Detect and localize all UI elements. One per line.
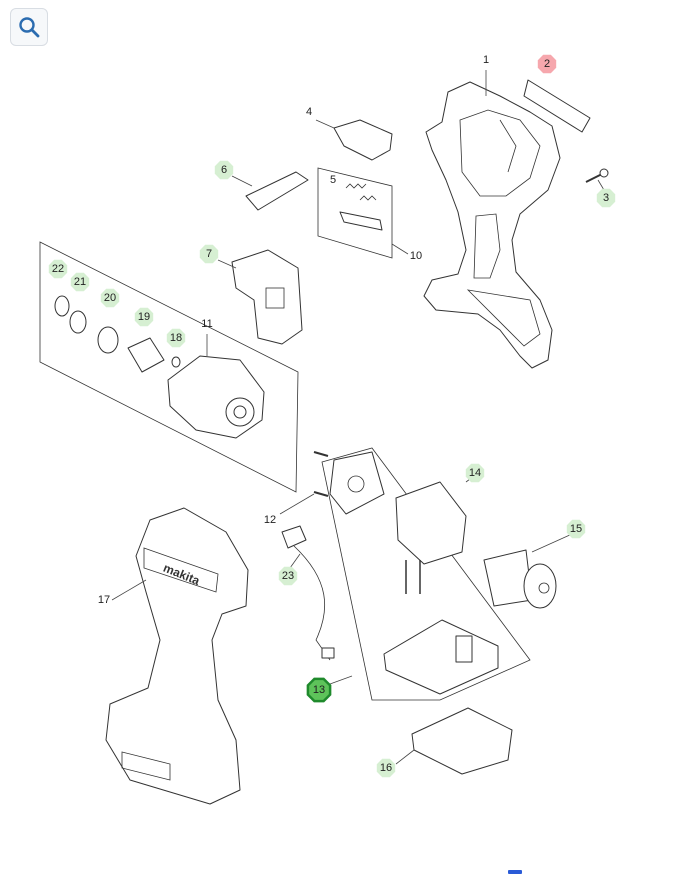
part-badge-14[interactable]: 14: [465, 463, 485, 483]
part-number-label: 7: [206, 248, 212, 260]
search-icon: [19, 17, 40, 38]
part-number-label: 10: [410, 250, 422, 262]
part-number-label: 1: [483, 54, 489, 66]
part-gear-assembly[interactable]: [167, 355, 265, 439]
part-badge-shape: [306, 677, 332, 703]
part-badge-shape: [134, 307, 154, 327]
part-badge-shape: [166, 328, 186, 348]
part-badge-3[interactable]: 3: [596, 188, 616, 208]
part-battery-terminal[interactable]: [411, 707, 513, 775]
part-number-label: 20: [104, 292, 116, 304]
part-badge-shape: [70, 272, 90, 292]
part-number-label: 15: [570, 523, 582, 535]
part-switch-lever[interactable]: [333, 119, 393, 161]
part-badge-shape: [465, 463, 485, 483]
part-number-label: 17: [98, 594, 110, 606]
part-badge-shape: [199, 244, 219, 264]
part-badge-19[interactable]: 19: [134, 307, 154, 327]
part-badge-shape: [100, 288, 120, 308]
part-number-label: 4: [306, 106, 312, 118]
part-badge-2[interactable]: 2: [537, 54, 557, 74]
part-wire-harness[interactable]: [281, 525, 335, 661]
part-badge-22[interactable]: 22: [48, 259, 68, 279]
part-number-label: 19: [138, 311, 150, 323]
part-badge-7[interactable]: 7: [199, 244, 219, 264]
search-button[interactable]: [10, 8, 48, 46]
part-number-label: 5: [330, 174, 336, 186]
part-badge-15[interactable]: 15: [566, 519, 586, 539]
part-badge-shape: [376, 758, 396, 778]
part-badge-1[interactable]: 1: [483, 54, 489, 66]
part-badge-6[interactable]: 6: [214, 160, 234, 180]
part-badge-11[interactable]: 11: [201, 318, 212, 330]
part-number-label: 13: [313, 684, 325, 696]
part-housing-left[interactable]: makita: [105, 507, 249, 805]
part-rotor[interactable]: [483, 549, 557, 609]
part-badge-5[interactable]: 5: [330, 174, 336, 186]
part-number-label: 6: [221, 164, 227, 176]
part-number-label: 22: [52, 263, 64, 275]
part-number-label: 3: [603, 192, 609, 204]
part-motor-bracket[interactable]: [313, 451, 385, 515]
part-number-label: 12: [264, 514, 276, 526]
part-badge-23[interactable]: 23: [278, 566, 298, 586]
part-number-label: 14: [469, 467, 481, 479]
part-badge-21[interactable]: 21: [70, 272, 90, 292]
part-badge-shape: [566, 519, 586, 539]
part-badge-13[interactable]: 13: [306, 677, 332, 703]
part-number-label: 23: [282, 570, 294, 582]
part-push-button[interactable]: [245, 171, 309, 211]
part-badge-shape: [48, 259, 68, 279]
part-badge-shape: [596, 188, 616, 208]
part-badge-shape: [537, 54, 557, 74]
part-badge-18[interactable]: 18: [166, 328, 186, 348]
part-badge-shape: [278, 566, 298, 586]
page-indicator: [508, 870, 522, 874]
part-badge-16[interactable]: 16: [376, 758, 396, 778]
part-housing-half[interactable]: [423, 81, 561, 369]
part-badge-20[interactable]: 20: [100, 288, 120, 308]
part-badge-10[interactable]: 10: [410, 250, 422, 262]
part-label-plate[interactable]: [523, 79, 591, 133]
part-badge-12[interactable]: 12: [264, 514, 276, 526]
part-number-label: 2: [544, 58, 550, 70]
part-controller-board[interactable]: [383, 619, 499, 695]
assembly-group-outline-reverse: [317, 167, 393, 259]
part-badge-shape: [214, 160, 234, 180]
part-number-label: 18: [170, 332, 182, 344]
part-ring-stack[interactable]: [54, 295, 181, 373]
part-screw[interactable]: [585, 168, 609, 183]
part-stator[interactable]: [395, 481, 467, 594]
assembly-group-outline-switch: [39, 241, 299, 493]
assembly-group-outline-motor: [321, 447, 531, 701]
part-number-label: 21: [74, 276, 86, 288]
part-spring-set[interactable]: [339, 183, 383, 231]
part-number-label: 16: [380, 762, 392, 774]
part-number-label: 11: [201, 318, 212, 330]
part-badge-4[interactable]: 4: [306, 106, 312, 118]
part-badge-17[interactable]: 17: [98, 594, 110, 606]
part-switch-unit[interactable]: [231, 249, 303, 345]
